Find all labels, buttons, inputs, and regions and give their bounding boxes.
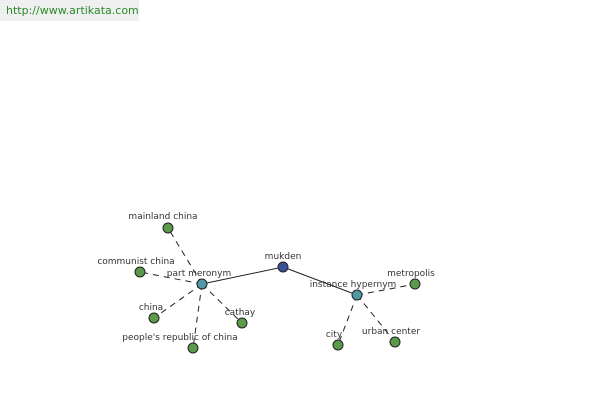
node-instance-hypernym[interactable] bbox=[351, 289, 363, 301]
node-city[interactable] bbox=[332, 339, 344, 351]
edge-instance-hypernym-metropolis bbox=[356, 283, 416, 296]
label-metropolis: metropolis bbox=[387, 269, 435, 279]
source-url[interactable]: http://www.artikata.com bbox=[0, 0, 139, 21]
node-cathay[interactable] bbox=[236, 317, 248, 329]
label-communist-china: communist china bbox=[97, 257, 174, 267]
node-urban-center[interactable] bbox=[389, 336, 401, 348]
label-china: china bbox=[139, 303, 163, 313]
node-china[interactable] bbox=[148, 312, 160, 324]
edge-mukden-instance-hypernym bbox=[282, 266, 358, 296]
label-instance-hypernym: instance hypernym bbox=[310, 280, 397, 290]
label-mukden: mukden bbox=[265, 252, 302, 262]
label-part-meronym: part meronym bbox=[167, 269, 231, 279]
edge-instance-hypernym-city bbox=[337, 294, 358, 346]
label-city: city bbox=[326, 330, 343, 340]
label-mainland-china: mainland china bbox=[128, 212, 197, 222]
edge-mukden-part-meronym bbox=[201, 266, 284, 285]
edge-part-meronym-cathay bbox=[201, 283, 243, 324]
label-cathay: cathay bbox=[225, 308, 256, 318]
node-mukden[interactable] bbox=[277, 261, 289, 273]
node-peoples-republic[interactable] bbox=[187, 342, 199, 354]
node-communist-china[interactable] bbox=[134, 266, 146, 278]
edge-part-meronym-china bbox=[153, 283, 203, 319]
node-metropolis[interactable] bbox=[409, 278, 421, 290]
label-peoples-republic: people's republic of china bbox=[122, 333, 237, 343]
node-mainland-china[interactable] bbox=[162, 222, 174, 234]
label-urban-center: urban center bbox=[362, 327, 420, 337]
node-part-meronym[interactable] bbox=[196, 278, 208, 290]
